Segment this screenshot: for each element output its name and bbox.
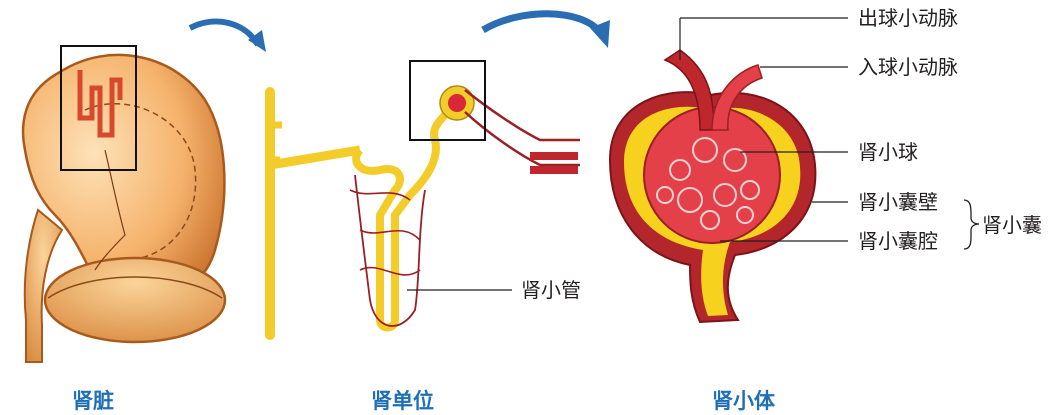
nephron-glomerulus xyxy=(448,94,466,112)
kidney-figure xyxy=(23,46,225,362)
label-capsule-wall: 肾小囊壁 xyxy=(858,190,938,214)
label-capsule-cavity: 肾小囊腔 xyxy=(858,229,938,253)
renal-capsule-brace xyxy=(964,200,979,249)
label-glomerulus: 肾小球 xyxy=(858,140,918,164)
caption-kidney: 肾脏 xyxy=(72,385,114,415)
label-efferent-arteriole: 出球小动脉 xyxy=(858,6,958,30)
arrow-icon xyxy=(190,22,258,45)
arrow-icon xyxy=(483,14,600,32)
connecting-tubule xyxy=(270,150,360,165)
label-renal-tubule: 肾小管 xyxy=(521,278,581,302)
kidney-cut-section xyxy=(45,258,225,342)
label-afferent-arteriole: 入球小动脉 xyxy=(858,55,958,79)
caption-nephron: 肾单位 xyxy=(371,385,434,415)
caption-renal-corpuscle: 肾小体 xyxy=(712,385,775,415)
label-renal-capsule: 肾小囊 xyxy=(982,213,1042,237)
